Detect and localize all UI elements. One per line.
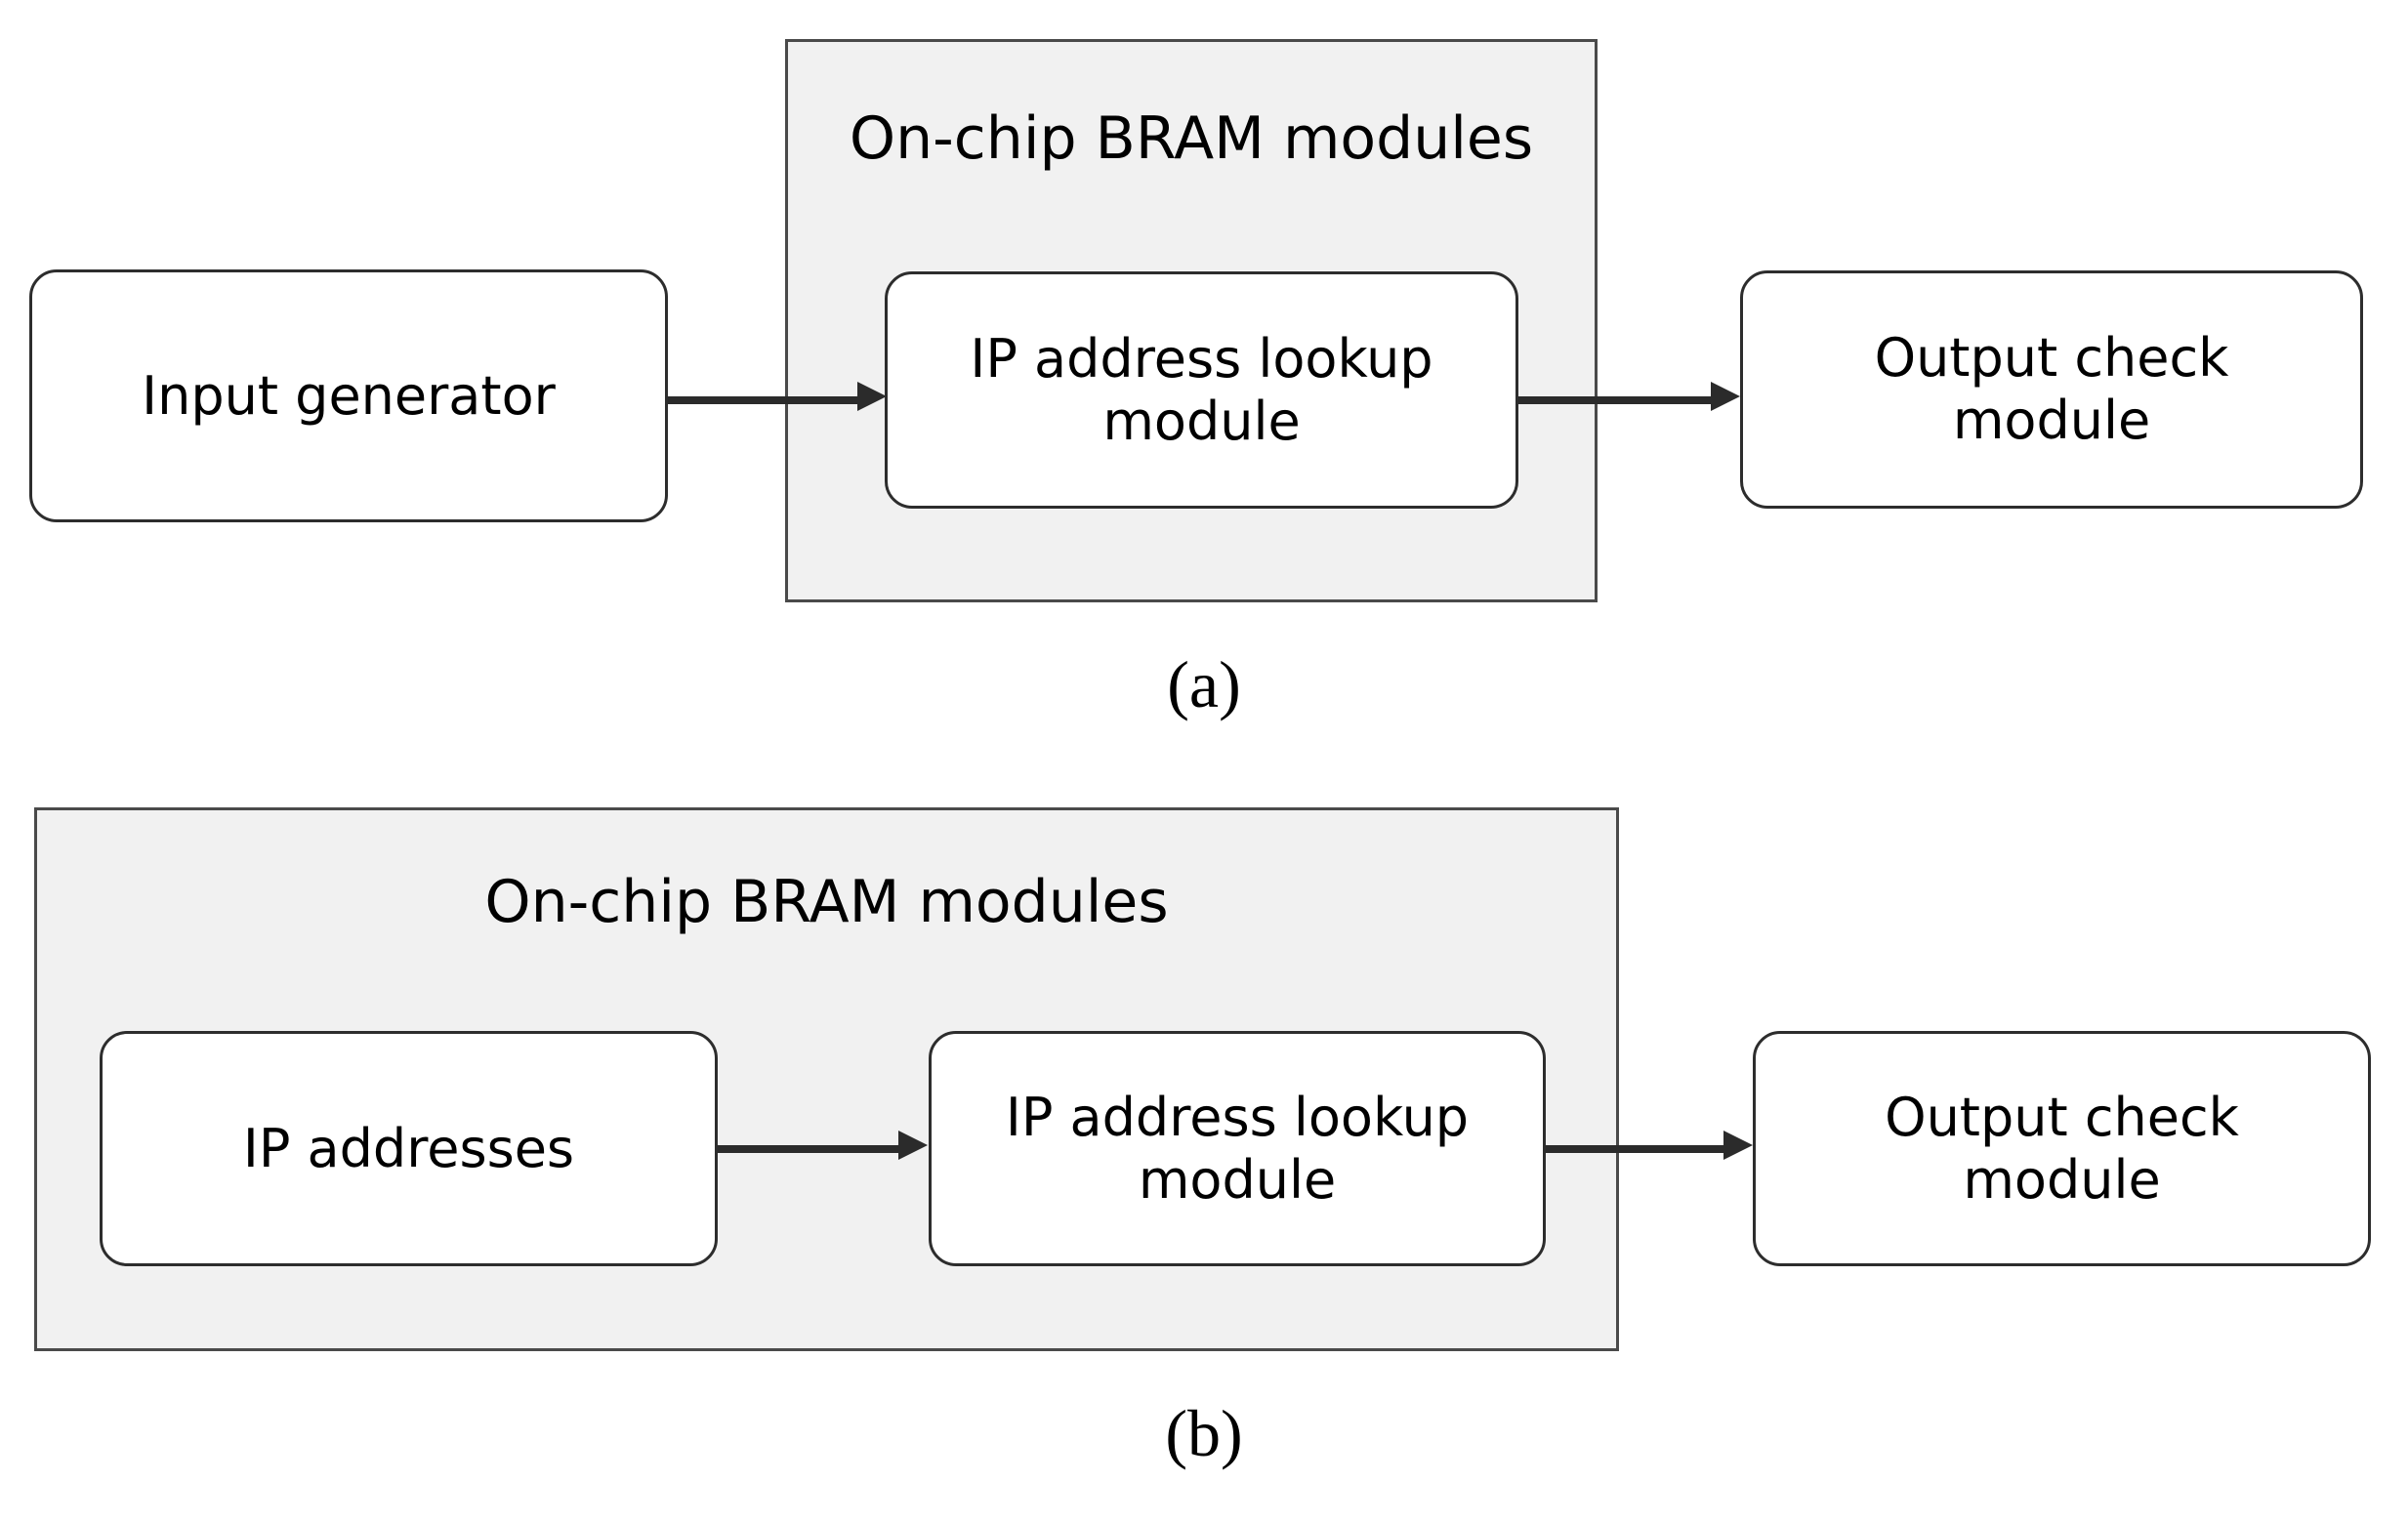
node-label-line: module xyxy=(1963,1148,2161,1211)
node-label-line: IP addresses xyxy=(242,1117,575,1179)
arrowhead-icon xyxy=(898,1131,928,1160)
arrowhead-icon xyxy=(1723,1131,1753,1160)
node-output-check-a: Output check module xyxy=(1740,270,2363,509)
node-output-check-b: Output check module xyxy=(1753,1031,2371,1266)
node-label-line: IP address lookup xyxy=(1005,1086,1470,1148)
node-label-line: module xyxy=(1102,390,1301,452)
node-ip-address-lookup-b: IP address lookup module xyxy=(929,1031,1546,1266)
node-ip-addresses: IP addresses xyxy=(100,1031,718,1266)
node-label-line: Output check xyxy=(1885,1086,2239,1148)
node-label-line: module xyxy=(1138,1148,1337,1211)
arrowhead-icon xyxy=(1711,382,1740,411)
bram-container-title-a: On-chip BRAM modules xyxy=(849,104,1534,173)
node-input-generator: Input generator xyxy=(29,269,668,522)
node-label-line: Output check xyxy=(1874,327,2229,389)
node-label-line: Input generator xyxy=(142,364,556,427)
caption-a: (a) xyxy=(1167,647,1241,721)
arrow-line xyxy=(1546,1145,1725,1153)
node-ip-address-lookup-a: IP address lookup module xyxy=(885,271,1518,509)
arrow-line xyxy=(718,1145,900,1153)
node-label-line: IP address lookup xyxy=(970,327,1433,390)
arrow-line xyxy=(668,396,859,404)
caption-b: (b) xyxy=(1165,1396,1243,1470)
bram-container-title-b: On-chip BRAM modules xyxy=(484,868,1169,936)
node-label-line: module xyxy=(1952,390,2151,451)
arrowhead-icon xyxy=(857,382,887,411)
arrow-line xyxy=(1518,396,1714,404)
